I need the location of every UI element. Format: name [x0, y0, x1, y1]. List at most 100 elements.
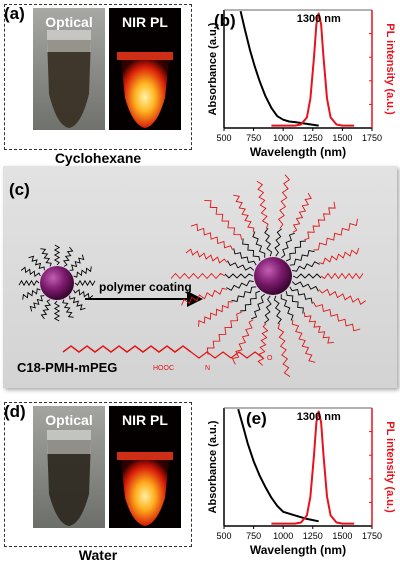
polymer-structure: HOOC N O: [62, 345, 273, 372]
ligand-chain: [73, 288, 94, 300]
ligand-chain: [69, 254, 85, 271]
coated-particle-polymers: [170, 174, 367, 377]
polymer-chain: [206, 311, 242, 355]
inner-chain: [233, 248, 257, 266]
x-tick-label: 1500: [332, 133, 352, 143]
x-tick-label: 1750: [362, 531, 382, 541]
polymer-chain: [313, 218, 358, 251]
nir-photo-a: NIR PL: [109, 8, 181, 130]
ligand-chain: [73, 266, 92, 278]
x-tick-label: 750: [246, 531, 261, 541]
panel-b-letter: (b): [214, 11, 236, 30]
panel-d-letter: (d): [4, 402, 26, 421]
y-axis-title-left: Absorbance (a.u.): [207, 420, 219, 513]
coated-nanoparticle: [254, 257, 292, 295]
inner-chain: [231, 286, 257, 303]
ligand-chain: [28, 255, 45, 271]
x-tick-label: 1250: [303, 133, 323, 143]
optical-label-a: Optical: [45, 14, 93, 30]
ligand-chain: [40, 248, 52, 267]
panel-c-letter: (c): [9, 180, 30, 199]
vial-optical-d: [47, 430, 91, 526]
x-tick-label: 1000: [273, 531, 293, 541]
panel-e-letter: (e): [246, 409, 267, 428]
peak-annotation: 1300 nm: [297, 411, 341, 423]
nir-photo-d: NIR PL: [109, 406, 181, 528]
ligand-chain: [29, 295, 45, 312]
inner-chain: [227, 260, 255, 271]
x-tick-label: 1500: [332, 531, 352, 541]
panel-a-photo-box: Optical NIR PL: [4, 4, 192, 150]
arrow-label: polymer coating: [99, 280, 192, 294]
polymer-chain: [170, 272, 226, 280]
small-particle-ligands: [18, 244, 96, 322]
polymer-chain: [233, 194, 255, 233]
polymer-chain: [198, 301, 233, 327]
y-axis-title-right: PL intensity (a.u.): [384, 23, 396, 115]
optical-photo-d: Optical: [33, 406, 105, 528]
x-tick-label: 1000: [273, 133, 293, 143]
inner-chain: [252, 231, 266, 258]
polymer-chain: [257, 323, 269, 366]
inner-chain: [274, 228, 283, 257]
y-axis-title-left: Absorbance (a.u.): [207, 22, 219, 115]
vial-nir-a: [117, 52, 173, 128]
polymer-chain: [318, 248, 360, 265]
ligand-chain: [74, 279, 96, 287]
inner-chain: [240, 290, 261, 312]
caption-d: Water: [78, 547, 118, 563]
ligand-chain: [69, 295, 86, 311]
peak-annotation: 1300 nm: [297, 13, 341, 25]
ligand-chain: [62, 246, 74, 267]
polymer-chain: [231, 319, 254, 365]
polymer-chain: [320, 272, 364, 280]
inner-chain: [224, 273, 254, 279]
polymer-chain: [303, 312, 334, 344]
x-tick-label: 750: [246, 133, 261, 143]
polymer-chain: [291, 319, 316, 363]
polymer-chain: [190, 223, 234, 251]
x-tick-label: 500: [216, 133, 231, 143]
inner-chain: [242, 238, 261, 262]
svg-text:O: O: [267, 355, 273, 362]
inner-chain: [289, 249, 315, 266]
absorbance-line: [237, 408, 319, 523]
polymer-label: C18-PMH-mPEG: [17, 360, 117, 375]
polymer-chain: [277, 323, 291, 377]
polymer-chain: [256, 180, 269, 229]
x-tick-label: 1750: [362, 133, 382, 143]
ligand-chain: [53, 300, 61, 322]
ligand-chain: [62, 299, 74, 318]
inner-chain: [285, 240, 306, 262]
polymer-chain: [277, 174, 291, 229]
optical-photo-a: Optical: [33, 8, 105, 130]
schematic-drawing: polymer coating C18-PMH-mPEG HOOC N O: [17, 174, 367, 377]
inner-chain: [273, 295, 282, 325]
pl-line: [271, 410, 355, 525]
x-axis-title: Wavelength (nm): [250, 145, 346, 159]
inner-chain: [292, 273, 322, 279]
panel-d-photo-box: Optical NIR PL: [4, 402, 192, 547]
inner-chain: [289, 286, 313, 304]
polymer-chain: [318, 288, 367, 305]
svg-text:N: N: [205, 365, 210, 372]
caption-a: Cyclohexane: [54, 150, 142, 166]
x-tick-label: 1250: [303, 531, 323, 541]
schematic-c: (c) polymer coating C18-PMH-mPEG HOOC N …: [3, 166, 397, 388]
polymer-chain: [185, 248, 228, 264]
inner-chain: [263, 295, 272, 324]
nir-label-d: NIR PL: [122, 412, 168, 428]
inner-chain: [285, 290, 304, 314]
polymer-chain: [204, 200, 243, 240]
nir-label-a: NIR PL: [122, 14, 168, 30]
ligand-chain: [22, 288, 41, 300]
inner-chain: [280, 294, 294, 321]
y-axis-title-right: PL intensity (a.u.): [384, 421, 396, 513]
x-axis-title: Wavelength (nm): [250, 543, 346, 557]
optical-label-d: Optical: [45, 412, 93, 428]
inner-chain: [251, 293, 265, 320]
inner-chain: [292, 261, 320, 272]
polymer-chain: [181, 287, 228, 306]
